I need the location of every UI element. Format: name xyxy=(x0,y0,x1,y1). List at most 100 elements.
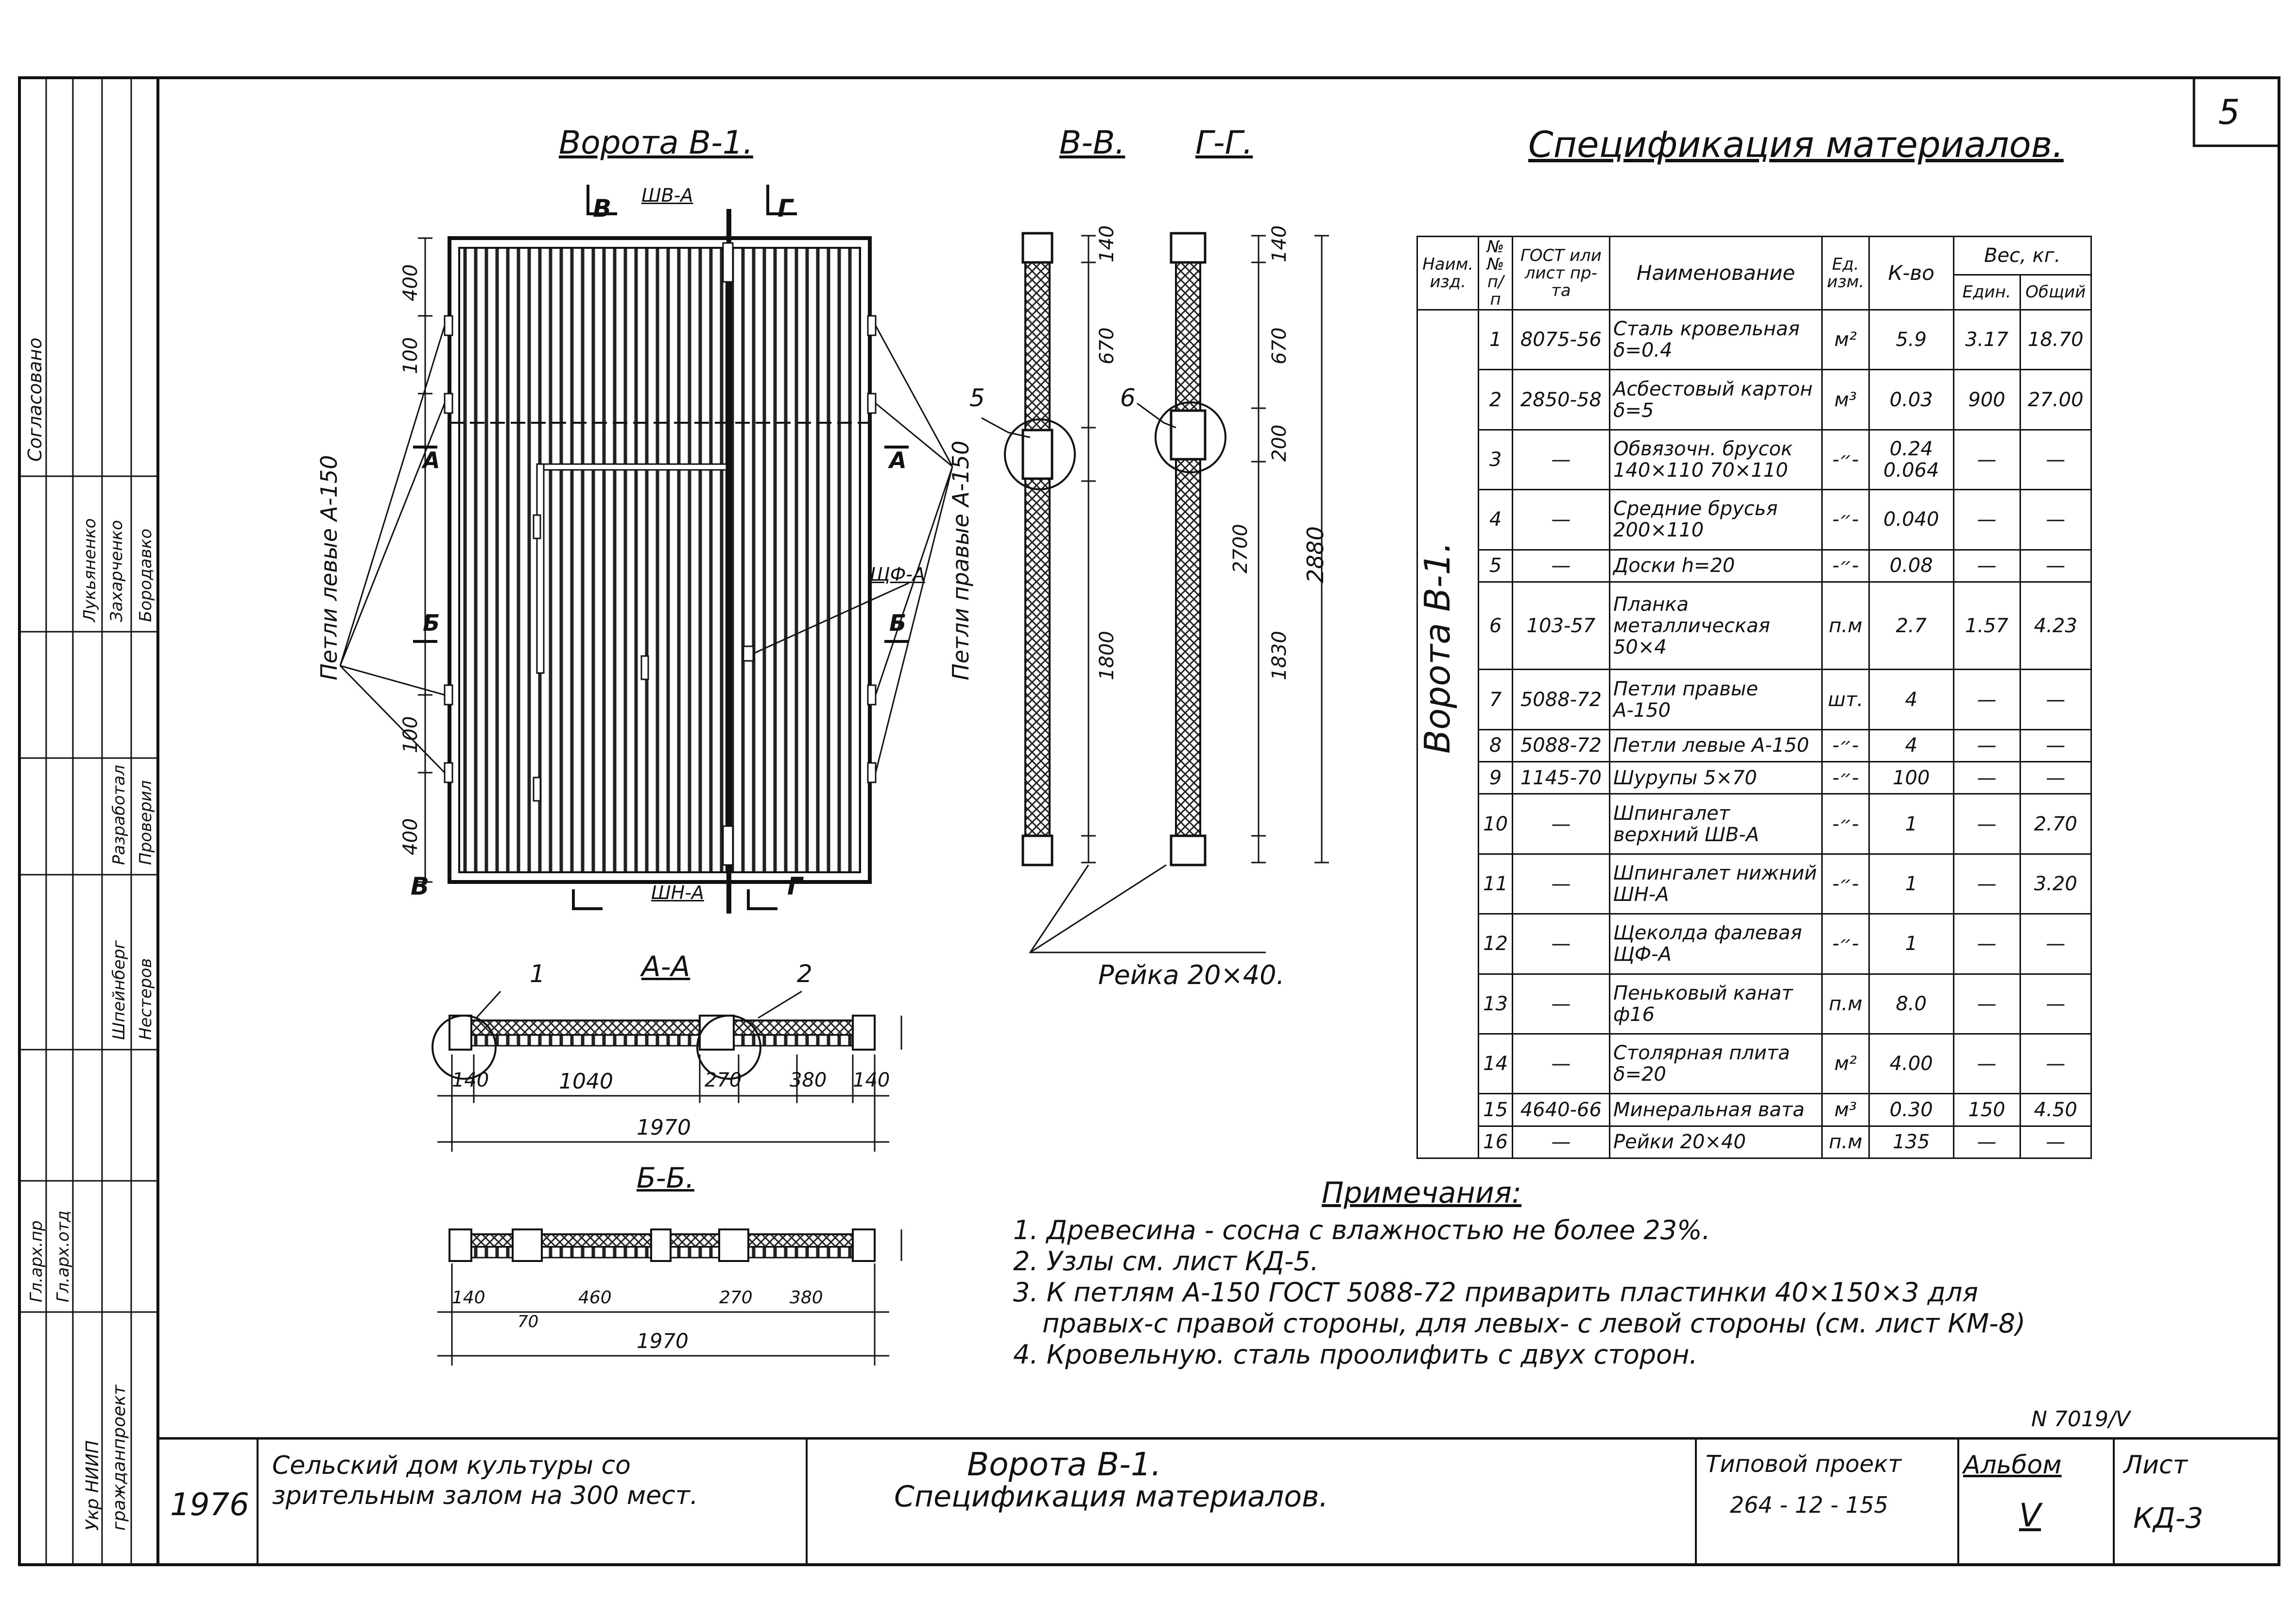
stamp-name-5: Нестеров xyxy=(136,958,155,1040)
dim-2880-gg: 2880 xyxy=(1302,526,1329,583)
mark-a-left: А xyxy=(423,447,440,473)
cell-name: Петли правые А-150 xyxy=(1608,669,1823,730)
sheet-number: 5 xyxy=(2218,92,2240,132)
cell-qty: 100 xyxy=(1868,761,1954,795)
dim-aa-380: 380 xyxy=(790,1069,827,1091)
cell-w2: — xyxy=(2019,761,2092,795)
callout-1: 1 xyxy=(530,960,545,988)
table-row: Ворота В-1. 1 8075-56 Сталь кровельная δ… xyxy=(1416,309,2092,1159)
col-qty: К-во xyxy=(1868,236,1954,311)
label-shv: ШВ-А xyxy=(641,185,693,206)
stamp-year: 1976 xyxy=(170,1487,249,1523)
cell-qty: 0.03 xyxy=(1868,369,1954,431)
stamp-order-no: N 7019/V xyxy=(2031,1407,2130,1432)
cell-qty: 135 xyxy=(1868,1125,1954,1159)
mark-v-bottom: В xyxy=(411,872,430,900)
cell-unit: шт. xyxy=(1821,669,1870,730)
cell-w2: — xyxy=(2019,973,2092,1035)
cell-gost: — xyxy=(1511,1033,1610,1095)
stamp-typical-num: 264 - 12 - 155 xyxy=(1730,1492,1888,1518)
cell-n: 12 xyxy=(1478,913,1513,975)
stamp-drawing-title: Ворота В-1. xyxy=(967,1446,1161,1483)
dim-1800-vv: 1800 xyxy=(1096,631,1118,680)
cell-unit: -״- xyxy=(1821,853,1870,915)
cell-gost: 1145-70 xyxy=(1511,761,1610,795)
stamp-project: Сельский дом культуры со зрительным зало… xyxy=(272,1451,698,1510)
cell-unit: -״- xyxy=(1821,429,1870,491)
cell-n: 7 xyxy=(1478,669,1513,730)
stamp-typical-label: Типовой проект xyxy=(1706,1451,1902,1478)
notes-list: 1. Древесина - сосна с влажностью не бол… xyxy=(1013,1215,2025,1370)
cell-n: 11 xyxy=(1478,853,1513,915)
cell-w1: — xyxy=(1952,1033,2021,1095)
section-bb-title: Б-Б. xyxy=(637,1161,694,1194)
cell-qty: 1 xyxy=(1868,853,1954,915)
section-gg-title: Г-Г. xyxy=(1195,124,1253,161)
cell-n: 5 xyxy=(1478,549,1513,583)
stamp-album-num: V xyxy=(2019,1497,2041,1534)
cell-qty: 1 xyxy=(1868,793,1954,855)
cell-w2: — xyxy=(2019,549,2092,583)
dim-bb-270: 270 xyxy=(719,1288,753,1308)
cell-qty: 4 xyxy=(1868,669,1954,730)
cell-w2: — xyxy=(2019,1033,2092,1095)
dim-aa-1040: 1040 xyxy=(559,1069,613,1094)
cell-unit: м² xyxy=(1821,1033,1870,1095)
stamp-album-label: Альбом xyxy=(1963,1451,2062,1480)
cell-gost: — xyxy=(1511,913,1610,975)
cell-w2: 18.70 xyxy=(2019,309,2092,371)
cell-name: Шпингалет верхний ШВ-А xyxy=(1608,793,1823,855)
cell-n: 13 xyxy=(1478,973,1513,1035)
cell-w1: 900 xyxy=(1952,369,2021,431)
cell-name: Пеньковый канат ф16 xyxy=(1608,973,1823,1035)
stamp-org-1: Укр НИИП xyxy=(83,1440,103,1531)
col-weight: Вес, кг. xyxy=(1952,236,2092,276)
sheet-frame xyxy=(18,76,2280,1566)
cell-unit: м² xyxy=(1821,309,1870,371)
cell-unit: п.м xyxy=(1821,581,1870,671)
stamp-soglasovano: Согласовано xyxy=(24,337,46,462)
dim-140-vv: 140 xyxy=(1096,225,1118,262)
cell-name: Сталь кровельная δ=0.4 xyxy=(1608,309,1823,371)
stamp-name-3: Бородавко xyxy=(136,528,155,622)
cell-gost: — xyxy=(1511,429,1610,491)
cell-w1: 1.57 xyxy=(1952,581,2021,671)
cell-qty: 0.24 0.064 xyxy=(1868,429,1954,491)
col-gost: ГОСТ или лист пр-та xyxy=(1511,236,1610,311)
cell-w1: 3.17 xyxy=(1952,309,2021,371)
dim-400-top: 400 xyxy=(399,264,422,301)
table-row: 11—Шпингалет нижний ШН-А-״-1—3.20 xyxy=(1417,853,2092,915)
label-shn: ШН-А xyxy=(651,882,704,903)
rail-label: Рейка 20×40. xyxy=(1098,960,1285,990)
section-bb xyxy=(437,1228,902,1365)
mark-g-top: Г xyxy=(777,194,793,223)
cell-name: Рейки 20×40 xyxy=(1608,1125,1823,1159)
cell-w1: — xyxy=(1952,761,2021,795)
table-row: 4—Средние брусья 200×110-״-0.040—— xyxy=(1417,489,2092,551)
cell-qty: 1 xyxy=(1868,913,1954,975)
cell-w1: — xyxy=(1952,913,2021,975)
dim-bb-70: 70 xyxy=(518,1312,539,1331)
cell-qty: 0.08 xyxy=(1868,549,1954,583)
cell-w2: 3.20 xyxy=(2019,853,2092,915)
cell-name: Доски h=20 xyxy=(1608,549,1823,583)
cell-name: Планка металлическая 50×4 xyxy=(1608,581,1823,671)
table-row: 12—Щеколда фалевая ЩФ-А-״-1—— xyxy=(1417,913,2092,975)
cell-name: Шпингалет нижний ШН-А xyxy=(1608,853,1823,915)
stamp-org-2: гражданпроект xyxy=(109,1384,129,1531)
hinges-left-label: Петли левые А-150 xyxy=(316,455,342,680)
cell-w2: 2.70 xyxy=(2019,793,2092,855)
cell-gost: 103-57 xyxy=(1511,581,1610,671)
note-3: 3. К петлям А-150 ГОСТ 5088-72 приварить… xyxy=(1013,1277,1978,1308)
dim-1830-gg: 1830 xyxy=(1268,631,1291,680)
cell-unit: -״- xyxy=(1821,793,1870,855)
cell-name: Шурупы 5×70 xyxy=(1608,761,1823,795)
cell-w2: — xyxy=(2019,1125,2092,1159)
stamp-sheet-label: Лист xyxy=(2123,1451,2188,1480)
cell-qty: 0.040 xyxy=(1868,489,1954,551)
gate-elevation xyxy=(339,185,953,914)
dim-bb-140: 140 xyxy=(452,1288,485,1308)
